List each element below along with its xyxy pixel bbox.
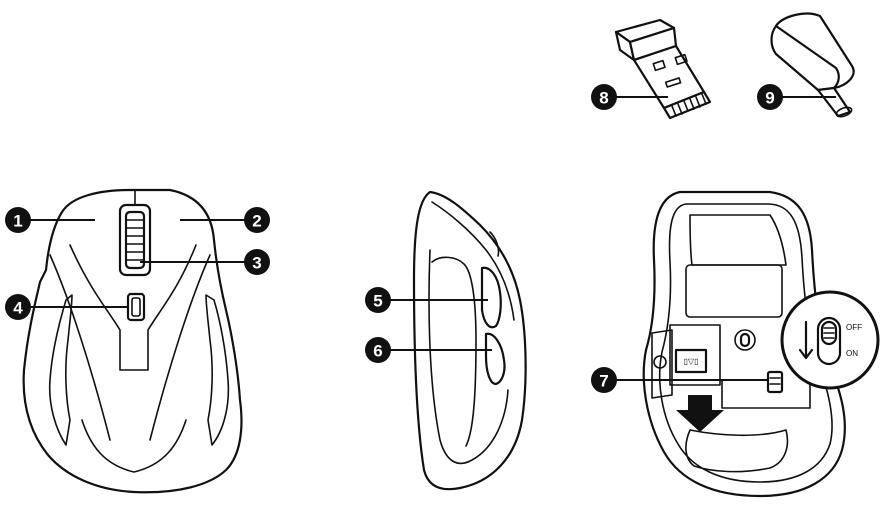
callout-6: 6	[365, 337, 391, 363]
callout-3-number: 3	[252, 254, 261, 273]
mouse-side-view	[412, 190, 527, 491]
power-switch-detail: OFF ON	[780, 290, 880, 390]
callout-6-number: 6	[373, 342, 382, 361]
callout-5-number: 5	[373, 292, 382, 311]
callout-2: 2	[244, 207, 270, 233]
switch-on-label: ON	[846, 349, 858, 358]
callout-5: 5	[365, 287, 391, 313]
arrow-down-icon	[676, 395, 724, 432]
callout-3: 3	[244, 249, 270, 275]
callout-4: 4	[5, 294, 31, 320]
callout-8-number: 8	[599, 89, 608, 108]
callout-7: 7	[591, 367, 617, 393]
callout-4-number: 4	[13, 299, 23, 318]
mouse-top-view	[22, 188, 243, 494]
switch-off-label: OFF	[846, 323, 862, 332]
callout-8: 8	[591, 84, 617, 110]
callout-1-number: 1	[13, 212, 22, 231]
callout-2-number: 2	[252, 212, 261, 231]
callout-9-number: 9	[765, 89, 774, 108]
callout-7-number: 7	[599, 372, 608, 391]
callout-9: 9	[757, 84, 783, 110]
usb-receiver	[614, 18, 712, 120]
usb-c-adapter	[770, 12, 855, 118]
callout-1: 1	[5, 207, 31, 233]
svg-text:▯▽▯: ▯▽▯	[684, 357, 699, 366]
leader-lines	[24, 96, 836, 381]
